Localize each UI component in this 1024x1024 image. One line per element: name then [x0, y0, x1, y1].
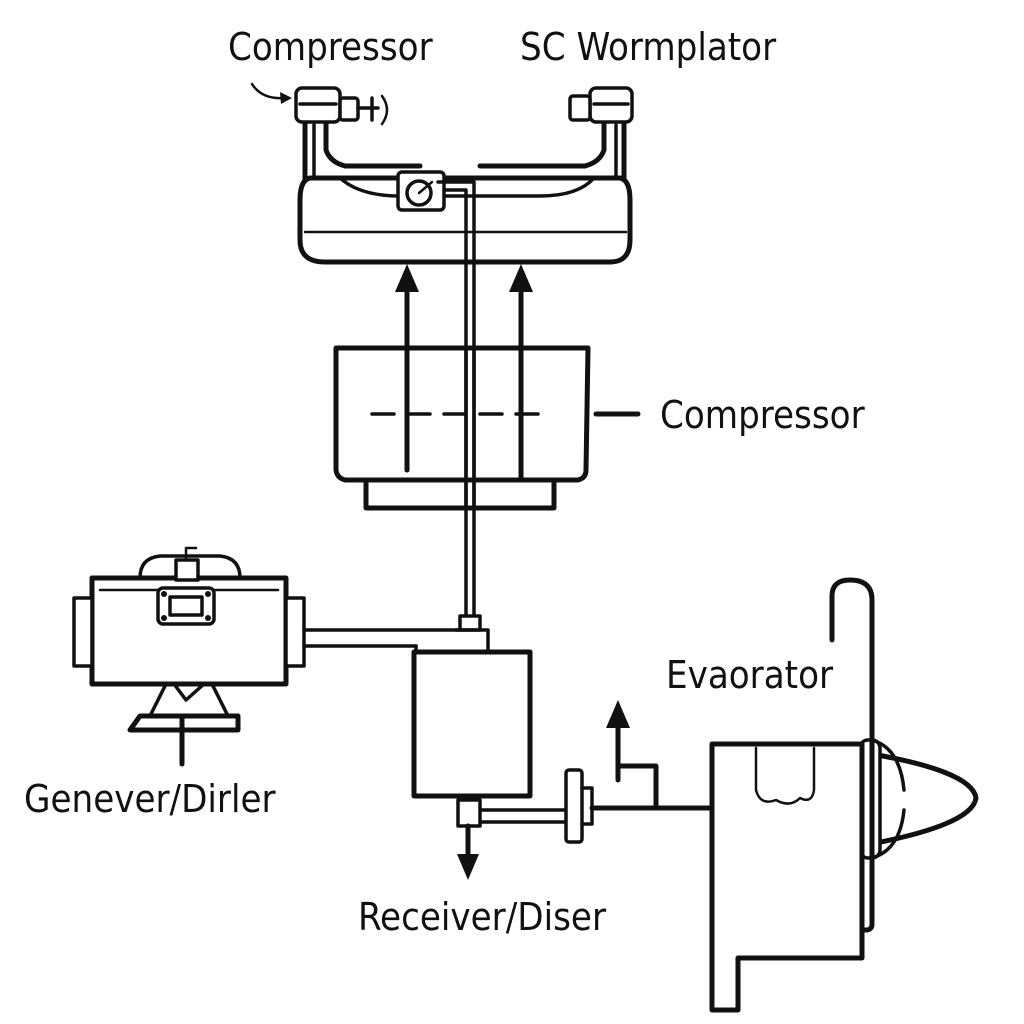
top-left-valve-stem: [338, 96, 360, 122]
label-receiver: Receiver/Diser: [358, 895, 607, 939]
receiver-outlet-fitting: [456, 798, 482, 828]
generator-base: [127, 713, 241, 733]
evaporator-fan-shroud-top: [870, 738, 906, 792]
middle-compressor-body: [333, 345, 591, 483]
evaporator-lines: [589, 700, 715, 811]
top-left-valve-knob: [356, 96, 380, 122]
evaporator-body: [709, 741, 865, 1013]
generator-cap: [174, 558, 200, 582]
evaporator-fan-nacelle: [857, 749, 979, 849]
top-left-valve-arc: [380, 94, 389, 126]
generator-panel-bolt-3: [161, 615, 167, 621]
receiver-inlet-elbow: [454, 628, 490, 654]
label-top-right: SC Wormplator: [520, 25, 777, 69]
receiver-body: [411, 649, 533, 799]
sensor-dial-icon: [405, 179, 433, 207]
label-top-left: Compressor: [228, 25, 434, 69]
evaporator-cutout: [754, 746, 816, 805]
generator-panel-bolt-1: [161, 591, 167, 597]
top-unit: [250, 82, 634, 265]
generator-panel-bolt-2: [205, 591, 211, 597]
up-arrows: [395, 264, 533, 481]
bypass-line: [615, 763, 659, 811]
receiver-unit: [411, 628, 594, 880]
down-arrow-head: [457, 854, 479, 880]
feed-pipe-inner: [442, 188, 468, 622]
middle-compressor-base: [363, 479, 557, 511]
top-right-valve-stem: [568, 94, 592, 122]
generator-left-flange: [72, 596, 94, 668]
generator-outlet-pipe: [302, 628, 462, 648]
generator-dome: [138, 554, 242, 580]
generator-panel-screen: [168, 595, 204, 617]
up-arrow-small-head: [606, 700, 630, 728]
top-unit-body: [297, 175, 633, 265]
generator-stand: [148, 682, 230, 718]
flange-coupling: [564, 768, 584, 844]
label-middle-compressor: Compressor: [660, 393, 866, 437]
up-arrow-right-head: [509, 264, 533, 292]
feed-pipe-coupler: [458, 614, 482, 632]
label-generator: Genever/Dirler: [24, 777, 277, 821]
evaporator-fan-shroud-bottom: [870, 808, 906, 860]
feed-pipe-through-box: [464, 346, 476, 510]
up-arrow-left-head: [395, 264, 419, 292]
generator-stand-brace: [172, 682, 206, 702]
sensor-needle: [417, 180, 434, 195]
evaporator-unit: [709, 577, 979, 1013]
generator-cap-stem: [184, 546, 198, 562]
label-evaporator: Evaorator: [666, 653, 834, 697]
generator-right-flange: [284, 596, 306, 668]
evaporator-return-pipe: [829, 577, 875, 933]
pointer-arrow-head: [280, 92, 292, 104]
generator-panel-bolt-4: [205, 615, 211, 621]
middle-compressor: [333, 345, 641, 511]
generator-unit: [72, 546, 462, 767]
feed-pipe-outer: [436, 180, 476, 622]
